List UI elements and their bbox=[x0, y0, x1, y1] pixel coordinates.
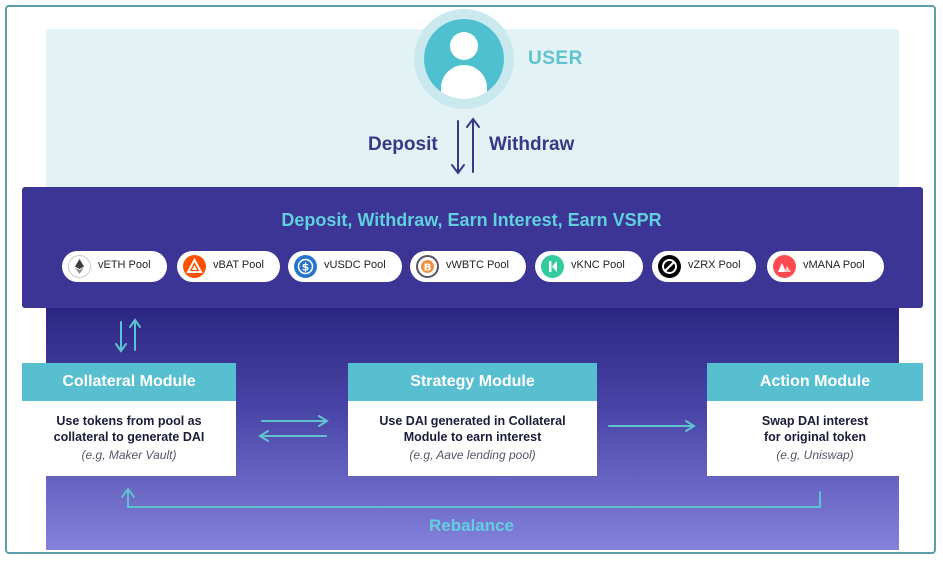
collateral-module-body: Use tokens from pool as collateral to ge… bbox=[22, 401, 236, 476]
module-description: collateral to generate DAI bbox=[53, 430, 205, 444]
pool-bar-title: Deposit, Withdraw, Earn Interest, Earn V… bbox=[281, 210, 662, 230]
strategy-module-body: Use DAI generated in Collateral Module t… bbox=[348, 401, 597, 476]
pool-collateral-arrows-icon bbox=[115, 318, 141, 353]
svg-text:$: $ bbox=[302, 261, 310, 274]
collateral-module-title: Collateral Module bbox=[22, 363, 236, 401]
mana-icon bbox=[773, 255, 796, 278]
module-example: (e.g, Maker Vault) bbox=[81, 448, 177, 462]
pool-label: vUSDC Pool bbox=[324, 259, 386, 271]
action-module-body: Swap DAI interest for original token (e.… bbox=[707, 401, 923, 476]
pool-pill-vmana: vMANA Pool bbox=[767, 251, 884, 282]
knc-icon bbox=[541, 255, 564, 278]
pool-label: vWBTC Pool bbox=[446, 259, 509, 271]
pool-label: vETH Pool bbox=[98, 259, 151, 271]
withdraw-label: Withdraw bbox=[489, 134, 575, 155]
pool-label: vBAT Pool bbox=[213, 259, 264, 271]
deposit-withdraw-arrows-icon bbox=[451, 117, 480, 175]
pool-pill-vzrx: vZRX Pool bbox=[652, 251, 756, 282]
user-avatar-icon bbox=[424, 19, 504, 99]
module-description: Module to earn interest bbox=[403, 430, 542, 444]
wbtc-icon: B bbox=[416, 255, 439, 278]
module-example: (e.g, Aave lending pool) bbox=[409, 448, 536, 462]
pool-label: vMANA Pool bbox=[803, 259, 865, 271]
module-description: Swap DAI interest bbox=[761, 414, 869, 428]
ethereum-icon bbox=[68, 255, 91, 278]
action-module-title: Action Module bbox=[707, 363, 923, 401]
pool-pill-veth: vETH Pool bbox=[62, 251, 167, 282]
collateral-strategy-arrows-icon bbox=[258, 415, 329, 442]
strategy-module-title: Strategy Module bbox=[348, 363, 597, 401]
strategy-action-arrow-icon bbox=[608, 420, 696, 432]
rebalance-label: Rebalance bbox=[428, 516, 515, 535]
zrx-icon bbox=[658, 255, 681, 278]
module-description: for original token bbox=[763, 430, 867, 444]
pool-label: vZRX Pool bbox=[688, 259, 741, 271]
bat-icon bbox=[183, 255, 206, 278]
module-description: Use tokens from pool as bbox=[56, 414, 202, 428]
deposit-label: Deposit bbox=[368, 134, 438, 155]
pool-bar bbox=[22, 187, 923, 308]
module-example: (e.g, Uniswap) bbox=[776, 448, 854, 462]
usdc-icon: $ bbox=[294, 255, 317, 278]
pool-pill-vknc: vKNC Pool bbox=[535, 251, 643, 282]
module-description: Use DAI generated in Collateral bbox=[379, 414, 566, 428]
diagram-frame bbox=[5, 5, 936, 554]
pool-pill-vwbtc: B vWBTC Pool bbox=[410, 251, 526, 282]
user-label: USER bbox=[528, 48, 583, 69]
pool-pill-vusdc: $ vUSDC Pool bbox=[288, 251, 402, 282]
pool-label: vKNC Pool bbox=[571, 259, 625, 271]
pool-pill-vbat: vBAT Pool bbox=[177, 251, 280, 282]
svg-text:B: B bbox=[424, 263, 432, 274]
rebalance-loop-arrow-icon bbox=[121, 488, 821, 508]
